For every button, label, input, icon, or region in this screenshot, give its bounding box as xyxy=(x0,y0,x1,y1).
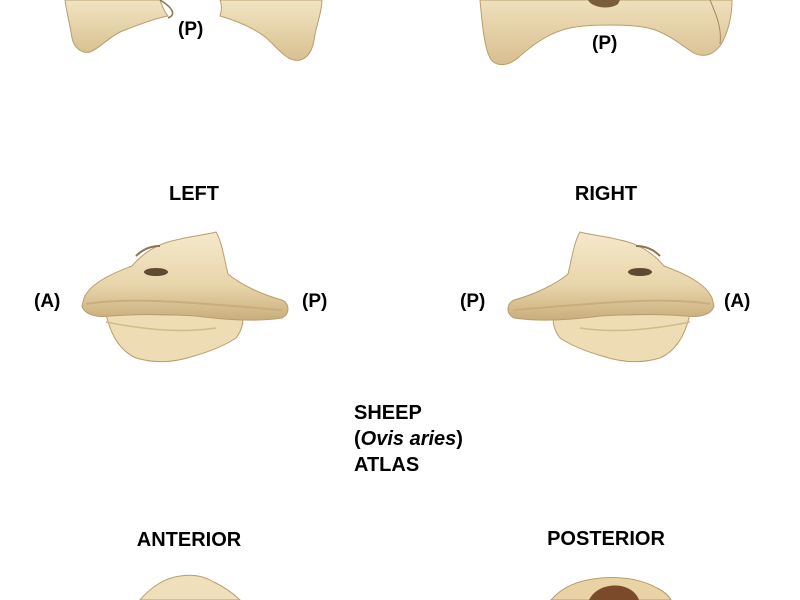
left-view-title: LEFT xyxy=(169,183,219,205)
atlas-top-left-photo xyxy=(64,0,323,61)
atlas-anterior-photo xyxy=(139,574,241,600)
atlas-posterior-photo xyxy=(550,577,672,600)
anterior-view-title: ANTERIOR xyxy=(136,529,242,551)
right-view-title: RIGHT xyxy=(574,183,638,205)
caption-bone: ATLAS xyxy=(354,454,420,476)
top-left-posterior-label: (P) xyxy=(178,19,204,40)
right-posterior-label: (P) xyxy=(460,291,486,312)
posterior-view-title: POSTERIOR xyxy=(547,528,665,550)
top-right-posterior-label: (P) xyxy=(592,33,618,54)
atlas-top-right-photo xyxy=(479,0,733,65)
atlas-right-lateral-photo xyxy=(507,231,715,363)
caption-animal: SHEEP xyxy=(354,402,422,424)
caption-species-line: (Ovis aries) xyxy=(354,428,463,450)
specimen-caption: SHEEP (Ovis aries) ATLAS xyxy=(354,400,463,478)
left-anterior-label: (A) xyxy=(34,291,61,312)
left-posterior-label: (P) xyxy=(302,291,328,312)
caption-species: Ovis aries xyxy=(360,428,457,450)
atlas-left-lateral-photo xyxy=(81,231,289,363)
right-anterior-label: (A) xyxy=(724,291,751,312)
